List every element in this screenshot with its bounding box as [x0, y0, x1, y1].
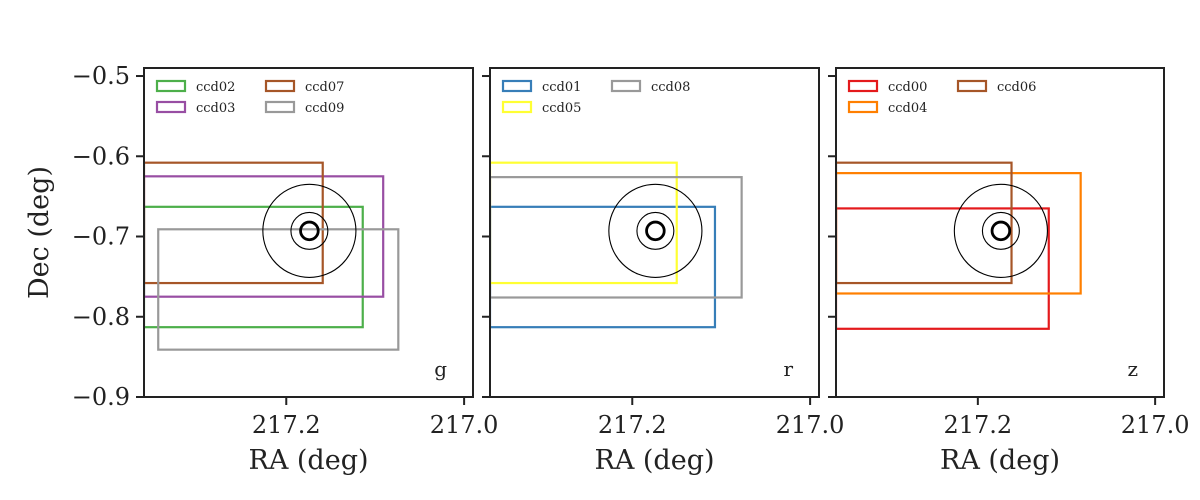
band-label: z — [1127, 357, 1138, 381]
x-axis-title: RA (deg) — [594, 445, 714, 476]
band-label: g — [434, 357, 447, 381]
axes-frame — [489, 67, 820, 398]
target-circle-3 — [299, 220, 320, 242]
x-tick-label: 217.2 — [252, 411, 321, 439]
panel-g: −0.5 −0.6 −0.7 −0.8 −0.9 217.2 217.0 RA (deg) De… — [24, 62, 498, 476]
plot-area — [144, 161, 400, 351]
axes-frame — [143, 67, 474, 398]
target-circle-3 — [990, 220, 1012, 242]
y-tick-label: −0.9 — [72, 383, 130, 411]
x-tick-label: 217.0 — [1121, 411, 1190, 439]
legend: ccd01 ccd05 ccd08 — [501, 79, 690, 116]
target-circle-1 — [262, 183, 357, 278]
target-circle-1 — [608, 183, 703, 278]
target-circle-2 — [290, 211, 329, 250]
legend-label-ccd09: ccd09 — [305, 101, 344, 116]
legend-swatch-ccd05 — [501, 100, 533, 114]
legend-label-ccd03: ccd03 — [196, 101, 235, 116]
panel-z: 217.2 217.0 RA (deg) z ccd00 ccd04 ccd06 — [828, 67, 1190, 476]
legend-swatch-ccd02 — [155, 79, 187, 93]
x-axis-title: RA (deg) — [248, 445, 368, 476]
target-circle-1 — [953, 183, 1048, 278]
y-tick-label: −0.6 — [72, 142, 130, 170]
legend-swatch-ccd03 — [155, 100, 187, 114]
y-axis-title: Dec (deg) — [24, 166, 55, 299]
ccd-footprint-ccd02 — [144, 205, 364, 329]
ccd-footprint-ccd05 — [490, 161, 678, 285]
axes-frame — [835, 67, 1165, 398]
band-label: r — [783, 357, 793, 381]
legend-swatch-ccd00 — [847, 79, 879, 93]
panel-r: 217.2 217.0 RA (deg) r ccd01 ccd05 ccd08 — [482, 67, 845, 476]
ccd-footprint-ccd08 — [490, 176, 743, 299]
ccd-footprint-ccd06 — [836, 161, 1013, 285]
ccd-footprint-ccd03 — [144, 175, 385, 298]
y-tick-label: −0.8 — [72, 303, 130, 331]
x-tick-label: 217.0 — [776, 411, 845, 439]
legend-label-ccd02: ccd02 — [196, 80, 235, 95]
legend-swatch-ccd01 — [501, 79, 533, 93]
legend-label-ccd06: ccd06 — [997, 80, 1036, 95]
target-circle-2 — [981, 211, 1020, 250]
legend-swatch-ccd07 — [264, 79, 296, 93]
legend-swatch-ccd04 — [847, 100, 879, 114]
x-axis-title: RA (deg) — [940, 445, 1060, 476]
legend-label-ccd08: ccd08 — [651, 80, 690, 95]
legend-swatch-ccd09 — [264, 100, 296, 114]
y-tick-label: −0.5 — [72, 62, 130, 90]
legend-label-ccd05: ccd05 — [542, 101, 581, 116]
legend-label-ccd01: ccd01 — [542, 80, 581, 95]
plot-area — [836, 161, 1082, 330]
x-tick-label: 217.2 — [943, 411, 1012, 439]
ccd-footprint-ccd00 — [836, 207, 1050, 330]
legend-label-ccd00: ccd00 — [888, 80, 927, 95]
x-tick-label: 217.2 — [598, 411, 667, 439]
y-tick-label: −0.7 — [72, 223, 130, 251]
legend-label-ccd04: ccd04 — [888, 101, 927, 116]
ccd-footprint-ccd04 — [836, 172, 1082, 295]
x-tick-label: 217.0 — [430, 411, 499, 439]
ccd-footprint-ccd07 — [144, 161, 324, 285]
target-circle-2 — [636, 211, 675, 250]
legend-swatch-ccd06 — [956, 79, 988, 93]
legend: ccd00 ccd04 ccd06 — [847, 79, 1036, 116]
ccd-footprint-ccd01 — [490, 205, 717, 329]
ccd-footprint-ccd09 — [157, 228, 400, 351]
legend-swatch-ccd08 — [610, 79, 642, 93]
target-circle-3 — [645, 220, 666, 242]
legend-label-ccd07: ccd07 — [305, 80, 344, 95]
plot-area — [490, 161, 743, 329]
legend: ccd02 ccd03 ccd07 ccd09 — [155, 79, 344, 116]
